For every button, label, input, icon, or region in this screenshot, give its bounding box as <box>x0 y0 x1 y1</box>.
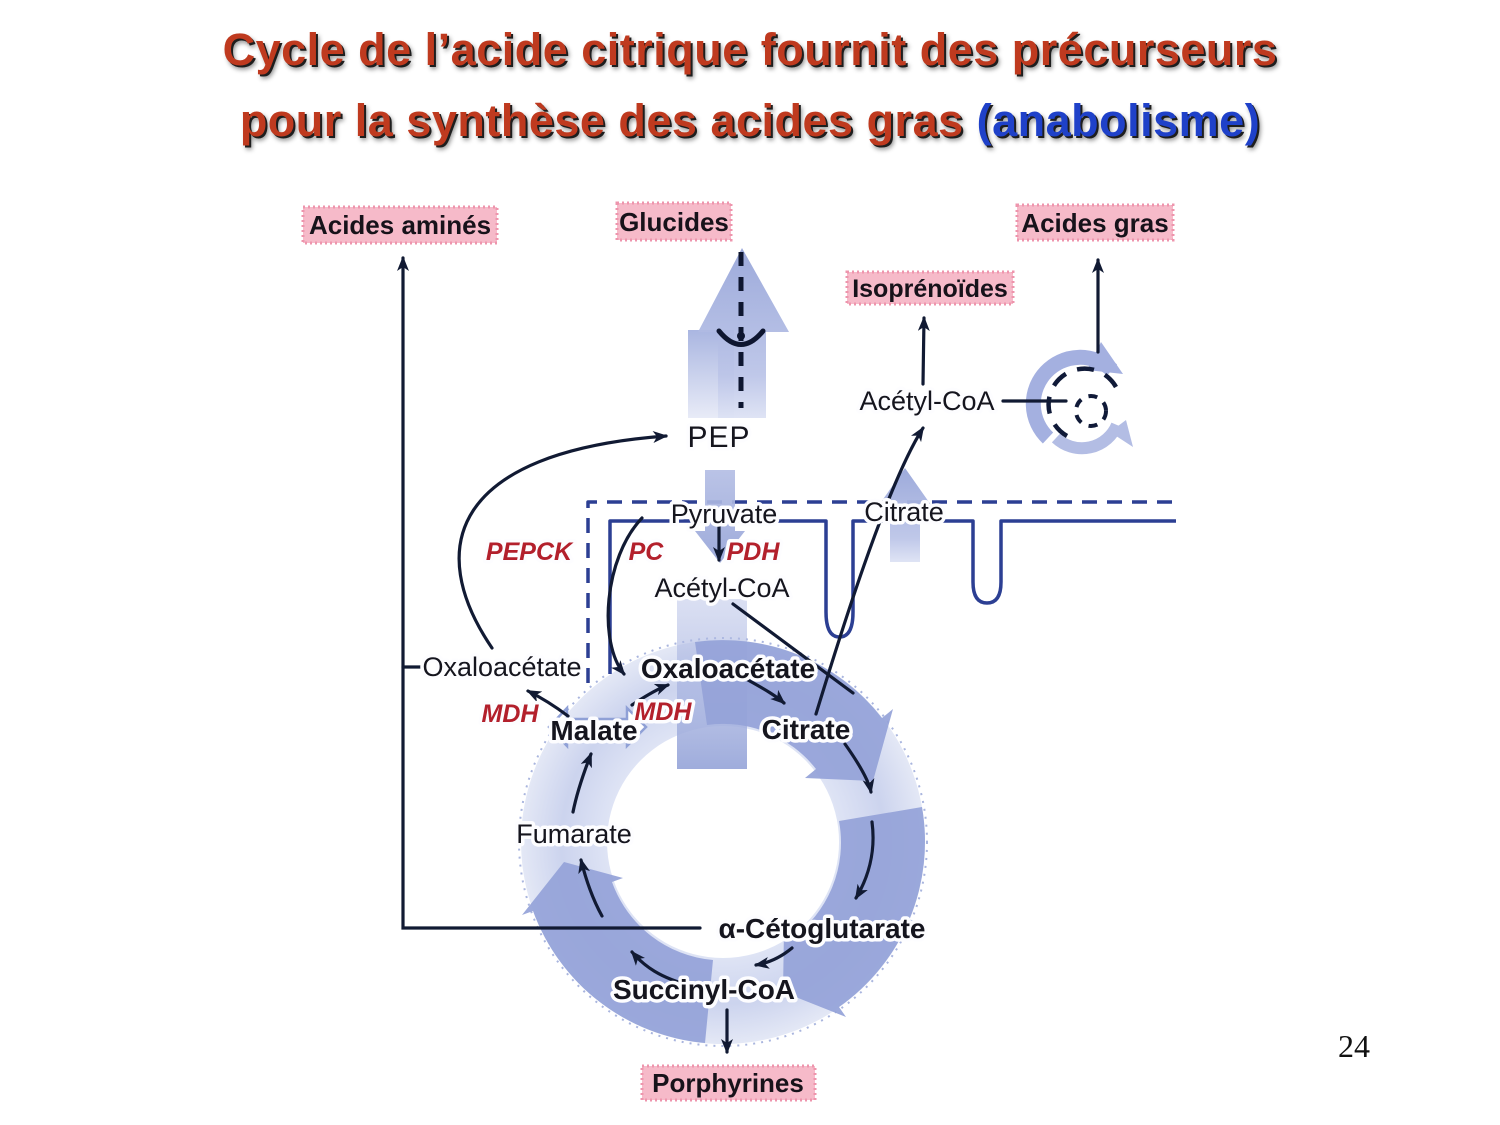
arrow-oxaloacetate-to-citrate <box>746 678 786 705</box>
box-porphyrines: Porphyrines <box>640 1064 817 1102</box>
box-porphyrines-label: Porphyrines <box>652 1068 804 1098</box>
metabolite-labels: PEP Pyruvate Acétyl-CoA Citrate Oxaloacé… <box>419 383 998 1009</box>
slide-title-line1: Cycle de l’acide citrique fournit des pr… <box>222 24 1278 75</box>
box-acides-gras-label: Acides gras <box>1021 208 1168 238</box>
cycle-arrow-top <box>695 640 893 781</box>
box-isoprenoides-label: Isoprénoïdes <box>852 275 1008 303</box>
label-malate: Malate <box>550 715 637 746</box>
label-alpha-cetoglutarate: α-Cétoglutarate <box>718 913 925 944</box>
slide-title-line2-main: pour la synthèse des acides gras <box>239 95 977 146</box>
arrow-pepck-to-pep <box>457 430 668 650</box>
membrane-inner-solid-line <box>608 519 1176 674</box>
label-acetyl-coa-cytosol: Acétyl-CoA <box>859 386 994 416</box>
arrow-to-fumarate <box>578 858 604 918</box>
membrane-outer-dashed-line <box>586 500 1178 683</box>
page-number: 24 <box>1338 1028 1370 1064</box>
box-isoprenoides: Isoprénoïdes <box>845 270 1015 306</box>
pathway-block-arrows <box>547 248 931 750</box>
slide-title-line2: pour la synthèse des acides gras (anabol… <box>0 85 1500 156</box>
reaction-arrows <box>397 256 1104 1054</box>
arrow-citrate-down <box>843 742 875 794</box>
enzyme-labels: PEPCK PC PDH MDH MDH <box>478 535 784 732</box>
slide-title: Cycle de l’acide citrique fournit des pr… <box>0 14 1500 156</box>
line-citrate-synthase <box>731 602 855 695</box>
slide-title-line2-accent: (anabolisme) <box>976 95 1261 146</box>
box-acides-gras: Acides gras <box>1015 203 1175 242</box>
box-acides-amines: Acides aminés <box>301 205 499 245</box>
label-pep: PEP <box>687 421 750 454</box>
box-acides-amines-label: Acides aminés <box>309 210 491 240</box>
arrow-to-isoprenoides <box>917 316 930 386</box>
bypass-dot <box>737 332 745 340</box>
label-oxaloacetate-cytosol: Oxaloacétate <box>422 652 581 682</box>
label-citrate-cytosol: Citrate <box>864 497 944 527</box>
cycle-arrow-right <box>783 807 925 1017</box>
box-glucides: Glucides <box>615 201 733 242</box>
label-mdh-mito: MDH <box>635 698 693 726</box>
pyruvate-block-arrow <box>695 470 745 563</box>
citric-acid-cycle-ring-icon <box>518 599 928 1047</box>
arrow-citrate-to-acetyl-cytosol <box>814 426 925 716</box>
precursor-boxes: Acides aminés Glucides Acides gras Isopr… <box>301 201 1175 1102</box>
label-pyruvate: Pyruvate <box>671 499 778 529</box>
label-pepck: PEPCK <box>486 538 574 566</box>
label-mdh-cytosol: MDH <box>482 700 540 728</box>
label-pc: PC <box>629 538 665 566</box>
box-glucides-label: Glucides <box>619 207 729 237</box>
arrow-to-cetoglutarate <box>854 820 875 900</box>
label-acetyl-coa-mito: Acétyl-CoA <box>654 573 789 603</box>
label-oxaloacetate-mito: Oxaloacétate <box>641 653 815 684</box>
arrow-mdh-cytosol <box>526 689 570 718</box>
arrow-succinyl-left <box>630 950 694 988</box>
arrow-mdh-mito <box>630 683 670 707</box>
bypass-cup-mark <box>716 328 766 347</box>
arrow-to-acides-amines <box>397 256 702 930</box>
arrow-cetoglutarate-to-succinyl <box>754 946 794 969</box>
cycle-arrow-bottom-left <box>522 862 713 1043</box>
mitochondrial-membrane <box>586 500 1178 683</box>
arrow-fumarate-to-malate <box>571 752 593 814</box>
label-succinyl-coa: Succinyl-CoA <box>613 974 795 1005</box>
arrow-pc <box>606 516 644 676</box>
label-citrate-mito: Citrate <box>762 714 851 745</box>
fatty-acid-spiral-icon <box>1025 342 1133 455</box>
label-fumarate: Fumarate <box>516 819 632 849</box>
label-pdh: PDH <box>727 538 781 566</box>
